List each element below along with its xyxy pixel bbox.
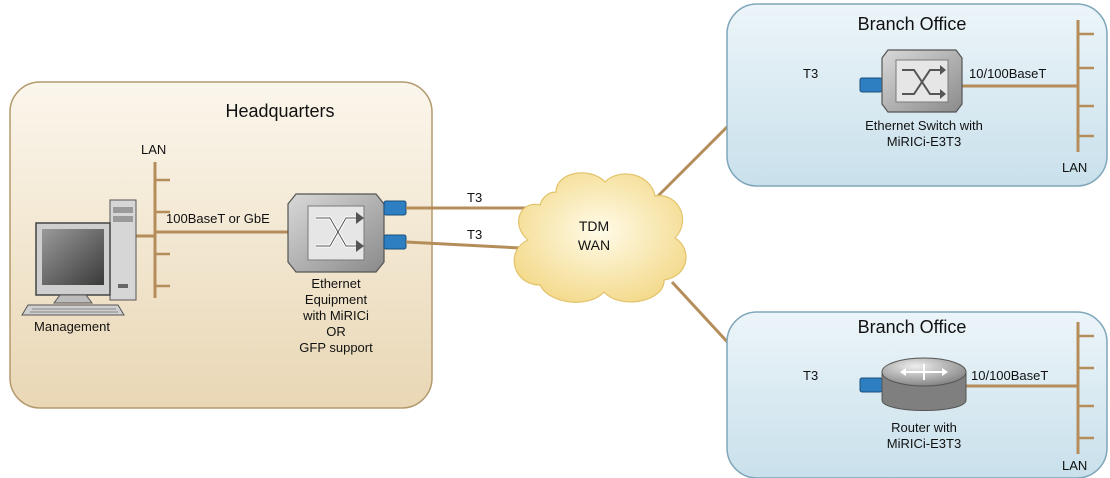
- switch-label-line1: Ethernet Switch with: [865, 118, 983, 133]
- equipment-label-line5: GFP support: [299, 340, 373, 355]
- hq-link-label: 100BaseT or GbE: [166, 211, 270, 226]
- wan-label-line1: TDM: [579, 218, 609, 234]
- branch-top-title: Branch Office: [858, 14, 967, 34]
- headquarters-title: Headquarters: [225, 101, 334, 121]
- ethernet-switch-icon: [859, 49, 963, 113]
- equipment-label-line4: OR: [326, 324, 346, 339]
- management-pc-icon: [21, 199, 137, 316]
- t3-label-bottom: T3: [467, 227, 482, 242]
- t3-label-top: T3: [467, 190, 482, 205]
- branch-bottom-title: Branch Office: [858, 317, 967, 337]
- hq-lan-label: LAN: [141, 142, 166, 157]
- branch-office-bottom: Branch Office T3 10/100BaseT LAN Router …: [726, 311, 1108, 478]
- equipment-label-line3: with MiRICi: [302, 308, 369, 323]
- branch-top-lan-link-label: 10/100BaseT: [969, 66, 1046, 81]
- branch-top-lan-label: LAN: [1062, 160, 1087, 175]
- equipment-label-line2: Equipment: [305, 292, 368, 307]
- tdm-wan-cloud: TDM WAN: [513, 172, 687, 303]
- wan-label-line2: WAN: [578, 237, 610, 253]
- headquarters-region: Headquarters LAN 100BaseT or GbE: [9, 81, 433, 409]
- router-icon: [859, 357, 967, 411]
- t3-link-bottom: [405, 240, 521, 250]
- branch-bottom-t3-label: T3: [803, 368, 818, 383]
- branch-bottom-lan-link-label: 10/100BaseT: [971, 368, 1048, 383]
- branch-bottom-lan-label: LAN: [1062, 458, 1087, 473]
- headquarters-box: [9, 81, 433, 409]
- switch-label-line2: MiRICi-E3T3: [887, 134, 961, 149]
- equipment-label-line1: Ethernet: [311, 276, 361, 291]
- branch-top-t3-label: T3: [803, 66, 818, 81]
- router-label-line2: MiRICi-E3T3: [887, 436, 961, 451]
- branch-office-top: Branch Office T3 10/100BaseT LAN Etherne…: [726, 3, 1108, 187]
- ethernet-equipment-icon: [287, 193, 407, 273]
- management-label: Management: [34, 319, 110, 334]
- router-label-line1: Router with: [891, 420, 957, 435]
